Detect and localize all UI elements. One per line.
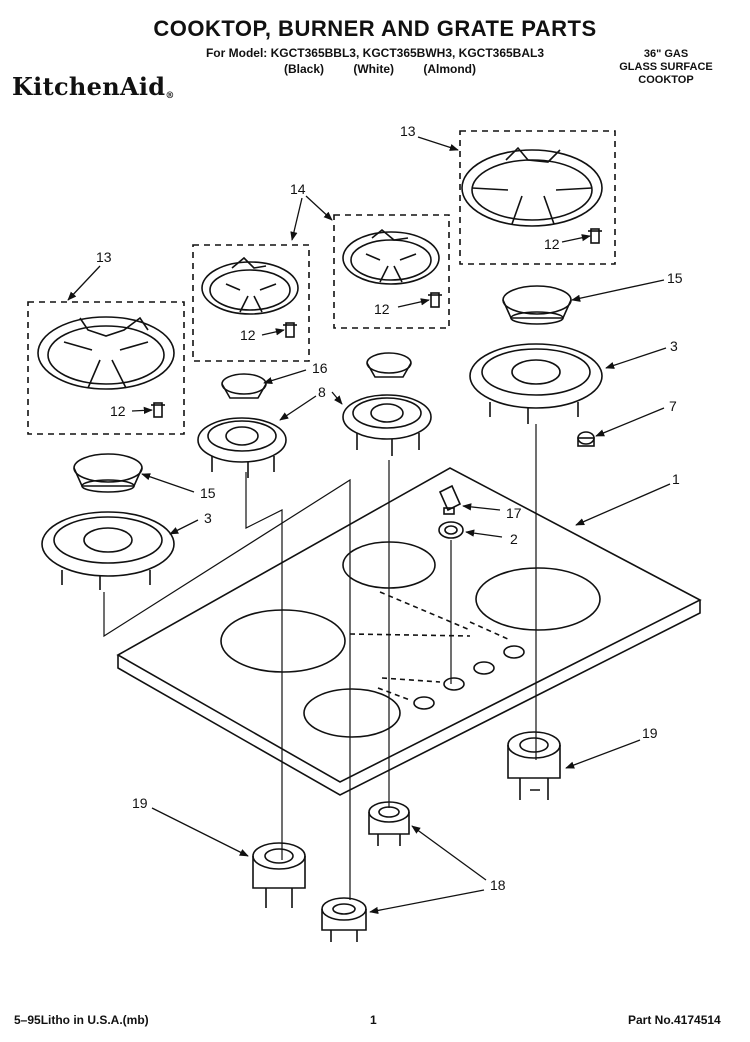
- description-line-2: GLASS SURFACE: [619, 61, 713, 73]
- color-variants: (Black) (White) (Almond): [284, 62, 502, 76]
- description-line-3: COOKTOP: [638, 74, 694, 86]
- burner-head-right: [342, 394, 432, 456]
- description-line-1: 36" GAS: [643, 48, 689, 60]
- valve-right-19: [507, 731, 561, 800]
- callout-12-center-right: 12: [374, 301, 390, 317]
- page-number: 1: [370, 1013, 377, 1027]
- control-knob: [438, 484, 462, 515]
- callout-12-right: 12: [544, 236, 560, 252]
- grate-bumper-left: [151, 402, 165, 418]
- callout-8: 8: [318, 384, 326, 400]
- grate-left: [37, 316, 175, 390]
- valve-center-18a: [368, 801, 410, 846]
- callout-12-center-left: 12: [240, 327, 256, 343]
- callout-16: 16: [312, 360, 328, 376]
- callout-13-left: 13: [96, 249, 112, 265]
- valve-left-19: [252, 842, 306, 908]
- brand-logo: KitchenAid®: [12, 72, 175, 101]
- knob-bezel: [438, 521, 464, 539]
- cooktop-glass: [116, 467, 702, 796]
- part-number: Part No.4174514: [628, 1013, 721, 1027]
- callout-18: 18: [490, 877, 506, 893]
- callout-7: 7: [669, 398, 677, 414]
- callout-19-right: 19: [642, 725, 658, 741]
- burner-base-right: [469, 343, 603, 424]
- page-title: COOKTOP, BURNER AND GRATE PARTS: [153, 16, 597, 41]
- burner-cap-large-left: [73, 453, 143, 493]
- callout-13-right: 13: [400, 123, 416, 139]
- grate-box-center-left: [192, 244, 310, 362]
- registered-mark: ®: [165, 91, 175, 101]
- brand-name: KitchenAid: [12, 72, 166, 101]
- callout-17: 17: [506, 505, 522, 521]
- grate-bumper-right: [588, 228, 602, 244]
- grate-bumper-center-left: [283, 322, 297, 338]
- callout-15-right: 15: [667, 270, 683, 286]
- grate-box-left: [27, 301, 185, 435]
- variant-black: (Black): [284, 62, 325, 76]
- variant-almond: (Almond): [423, 62, 477, 76]
- callout-12-left: 12: [110, 403, 126, 419]
- orifice-nut: [577, 431, 595, 447]
- callout-3-right: 3: [670, 338, 678, 354]
- callout-15-left: 15: [200, 485, 216, 501]
- burner-head-left: [197, 417, 287, 478]
- callout-1: 1: [672, 471, 680, 487]
- grate-box-right: [459, 130, 616, 265]
- callout-2: 2: [510, 531, 518, 547]
- burner-base-left: [41, 511, 175, 590]
- footer-print-info: 5–95Litho in U.S.A.(mb): [14, 1013, 149, 1027]
- grate-right: [461, 146, 603, 227]
- model-numbers: For Model: KGCT365BBL3, KGCT365BWH3, KGC…: [205, 46, 545, 60]
- callout-19-left: 19: [132, 795, 148, 811]
- grate-box-center-right: [333, 214, 450, 329]
- grate-center-left: [201, 256, 299, 315]
- burner-cap-small-left: [221, 373, 267, 399]
- product-description: 36" GAS GLASS SURFACE COOKTOP: [606, 48, 726, 87]
- callout-14: 14: [290, 181, 306, 197]
- burner-cap-large-right: [502, 285, 572, 325]
- callout-3-left: 3: [204, 510, 212, 526]
- burner-cap-small-right: [366, 352, 412, 378]
- grate-bumper-center-right: [428, 292, 442, 308]
- grate-center-right: [342, 228, 440, 285]
- valve-center-18b: [321, 897, 367, 942]
- variant-white: (White): [353, 62, 395, 76]
